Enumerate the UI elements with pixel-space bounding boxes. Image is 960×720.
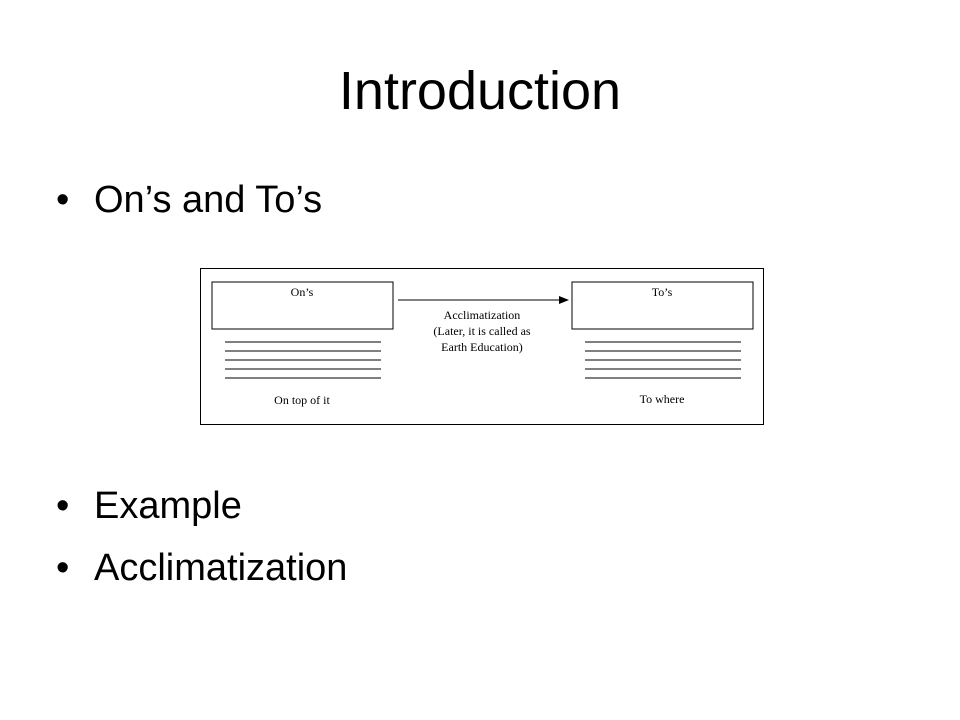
bullet-dot: • [56, 547, 70, 589]
slide-title: Introduction [338, 61, 622, 121]
ons-caption: On top of it [274, 393, 330, 407]
bullet-dot: • [56, 179, 70, 221]
tos-box-label: To’s [652, 285, 673, 299]
bullet-example: • Example [56, 483, 242, 529]
bullet-text: Example [94, 485, 242, 527]
bullet-ons-and-tos: • On’s and To’s [56, 177, 322, 223]
bullet-text: On’s and To’s [94, 179, 323, 221]
ons-box [211, 281, 394, 330]
bullet-text: Acclimatization [94, 547, 348, 589]
bullet-acclimatization: • Acclimatization [56, 545, 347, 591]
center-line-1: Acclimatization [444, 308, 521, 322]
tos-lines [585, 341, 741, 379]
center-line-2: (Later, it is called as [433, 324, 530, 338]
bullet-dot: • [56, 485, 70, 527]
ons-tos-diagram: On’s To’s Acclimatization (Later, it is … [200, 268, 764, 425]
center-line-3: Earth Education) [441, 340, 523, 354]
tos-caption: To where [640, 392, 685, 406]
ons-lines [225, 341, 381, 379]
ons-box-label: On’s [291, 285, 314, 299]
tos-box [571, 281, 754, 330]
